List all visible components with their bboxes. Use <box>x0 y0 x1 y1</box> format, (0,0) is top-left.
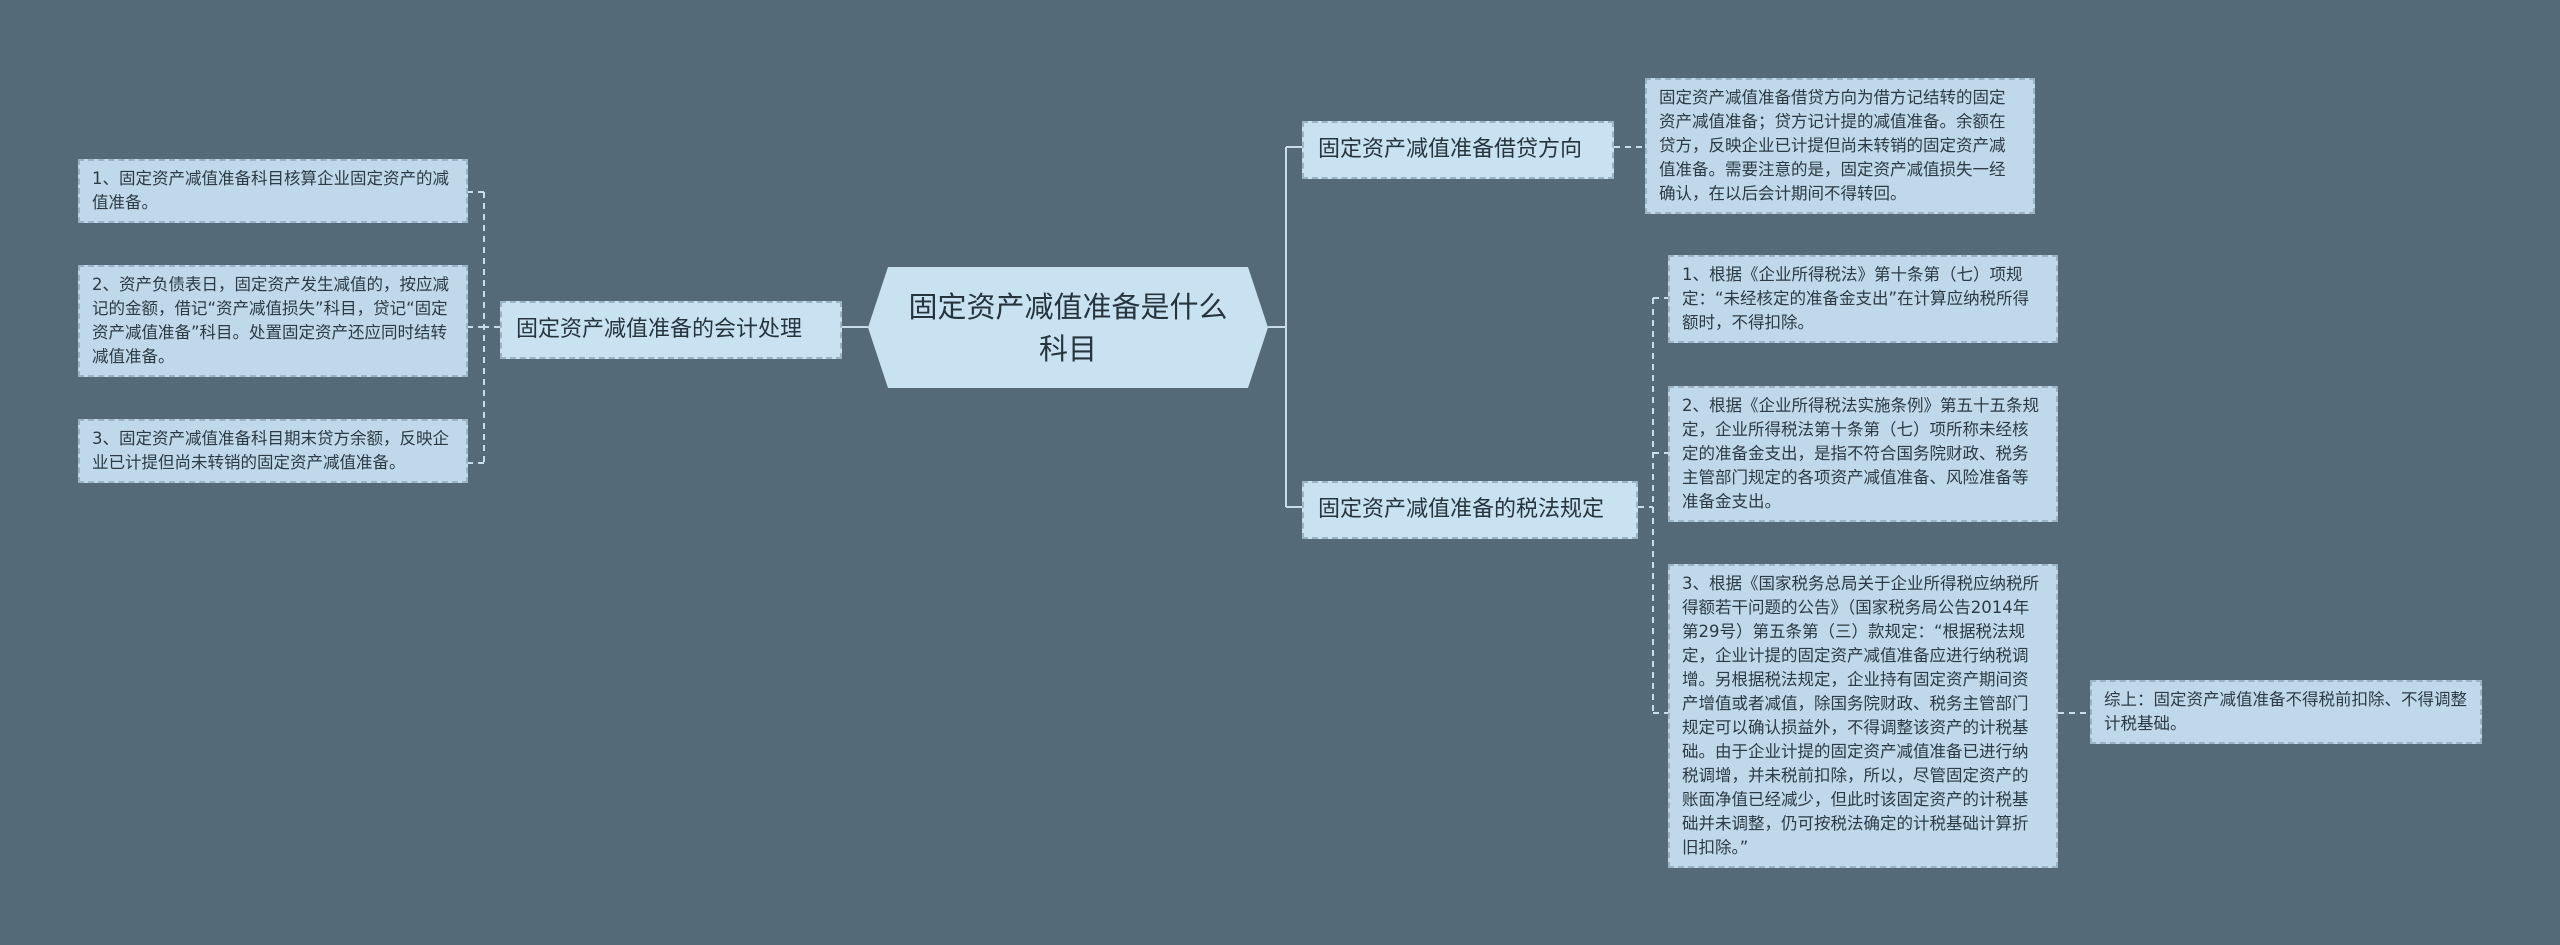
branch-direction[interactable]: 固定资产减值准备借贷方向 <box>1302 121 1614 179</box>
leaf-tax-2[interactable]: 2、根据《企业所得税法实施条例》第五十五条规定，企业所得税法第十条第（七）项所称… <box>1668 386 2058 522</box>
branch-direction-label: 固定资产减值准备借贷方向 <box>1318 137 1583 162</box>
leaf-accounting-2-text: 2、资产负债表日，固定资产发生减值的，按应减记的金额，借记“资产减值损失”科目，… <box>92 275 449 366</box>
branch-tax-label: 固定资产减值准备的税法规定 <box>1318 497 1605 522</box>
leaf-tax-1-text: 1、根据《企业所得税法》第十条第（七）项规定：“未经核定的准备金支出”在计算应纳… <box>1682 265 2030 332</box>
leaf-accounting-1-text: 1、固定资产减值准备科目核算企业固定资产的减值准备。 <box>92 169 449 212</box>
connector-tax-leaves <box>1638 297 1668 714</box>
leaf-tax-3-text: 3、根据《国家税务总局关于企业所得税应纳税所得额若干问题的公告》（国家税务局公告… <box>1682 574 2039 857</box>
leaf-direction-1-text: 固定资产减值准备借贷方向为借方记结转的固定资产减值准备；贷方记计提的减值准备。余… <box>1659 88 2006 203</box>
leaf-tax-conclusion[interactable]: 综上：固定资产减值准备不得税前扣除、不得调整计税基础。 <box>2090 680 2482 744</box>
leaf-accounting-2[interactable]: 2、资产负债表日，固定资产发生减值的，按应减记的金额，借记“资产减值损失”科目，… <box>78 265 468 377</box>
leaf-tax-3[interactable]: 3、根据《国家税务总局关于企业所得税应纳税所得额若干问题的公告》（国家税务局公告… <box>1668 564 2058 868</box>
branch-accounting-label: 固定资产减值准备的会计处理 <box>516 317 803 342</box>
leaf-tax-2-text: 2、根据《企业所得税法实施条例》第五十五条规定，企业所得税法第十条第（七）项所称… <box>1682 396 2039 511</box>
root-title: 固定资产减值准备是什么科目 <box>908 289 1228 366</box>
connector-root-right <box>1268 146 1302 508</box>
branch-tax[interactable]: 固定资产减值准备的税法规定 <box>1302 481 1638 539</box>
leaf-direction-1[interactable]: 固定资产减值准备借贷方向为借方记结转的固定资产减值准备；贷方记计提的减值准备。余… <box>1645 78 2035 214</box>
connector-accounting-leaves <box>468 191 500 464</box>
root-topic[interactable]: 固定资产减值准备是什么科目 <box>868 267 1268 388</box>
leaf-accounting-3-text: 3、固定资产减值准备科目期末贷方余额，反映企业已计提但尚未转销的固定资产减值准备… <box>92 429 449 472</box>
leaf-accounting-3[interactable]: 3、固定资产减值准备科目期末贷方余额，反映企业已计提但尚未转销的固定资产减值准备… <box>78 419 468 483</box>
leaf-accounting-1[interactable]: 1、固定资产减值准备科目核算企业固定资产的减值准备。 <box>78 159 468 223</box>
leaf-tax-1[interactable]: 1、根据《企业所得税法》第十条第（七）项规定：“未经核定的准备金支出”在计算应纳… <box>1668 255 2058 343</box>
branch-accounting[interactable]: 固定资产减值准备的会计处理 <box>500 301 842 359</box>
leaf-tax-conclusion-text: 综上：固定资产减值准备不得税前扣除、不得调整计税基础。 <box>2104 690 2467 733</box>
